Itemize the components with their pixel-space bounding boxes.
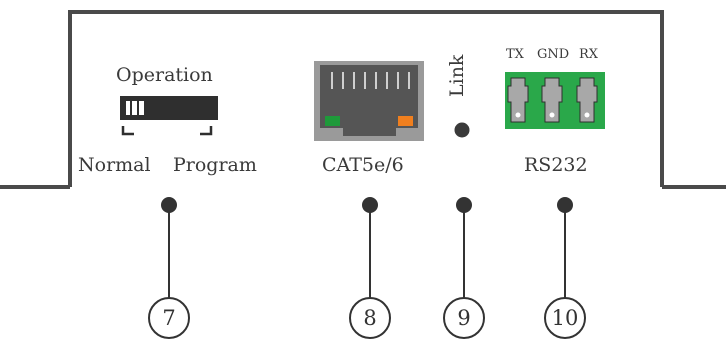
normal-label: Normal	[78, 154, 151, 176]
callout-circles	[148, 297, 586, 339]
tx-label: TX	[506, 47, 524, 62]
panel-outline	[68, 10, 664, 187]
link-led-green	[325, 116, 340, 126]
rs232-label: RS232	[524, 154, 588, 176]
callout-dots	[161, 197, 573, 213]
link-label: Link	[446, 54, 468, 97]
operation-label: Operation	[116, 64, 213, 86]
gnd-label: GND	[537, 47, 570, 62]
callout-leaders	[168, 205, 566, 300]
callout-number-9: 9	[457, 306, 471, 330]
cat-cable-label: CAT5e/6	[322, 154, 404, 176]
activity-led-orange	[398, 116, 413, 126]
callout-number-7: 7	[162, 306, 176, 330]
link-led-icon	[454, 122, 470, 138]
callout-number-8: 8	[363, 306, 377, 330]
program-label: Program	[173, 154, 257, 176]
terminal-block-icon	[505, 72, 605, 129]
dip-switch-icon	[120, 96, 218, 136]
callout-number-10: 10	[551, 306, 579, 330]
rx-label: RX	[579, 47, 599, 62]
rj45-port-icon	[314, 61, 424, 141]
